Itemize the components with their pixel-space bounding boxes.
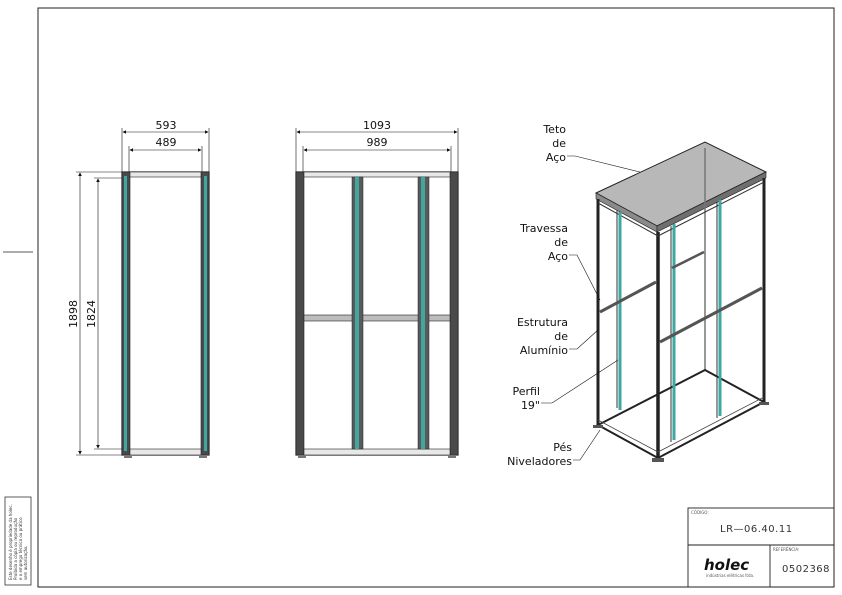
leader-top xyxy=(567,155,641,173)
leader-feet xyxy=(573,429,601,461)
dim-front-outer-width: 1093 xyxy=(363,119,391,132)
label-top-1: Teto xyxy=(542,123,566,136)
label-feet-2: Niveladores xyxy=(507,455,572,468)
leader-crossbar xyxy=(569,254,601,301)
company-tagline: indústrias elétricas ltda. xyxy=(706,573,754,578)
sheet-border xyxy=(37,7,835,588)
drawing-code: LR—06.40.11 xyxy=(720,524,793,535)
label-frame-1: Estrutura xyxy=(517,316,568,329)
label-top-2: de xyxy=(552,137,566,150)
label-profile-2: 19" xyxy=(521,399,540,412)
side-view: 593 489 1898 1824 xyxy=(67,119,210,458)
company-logo: holec xyxy=(704,556,749,574)
label-profile-1: Perfil xyxy=(512,385,540,398)
leader-frame xyxy=(569,329,599,350)
side-note: Este desenho é propriedade da holec. Pro… xyxy=(4,496,32,586)
label-frame-3: Alumínio xyxy=(520,344,568,357)
label-frame-2: de xyxy=(554,330,568,343)
leader-profile xyxy=(541,359,619,404)
label-crossbar-2: de xyxy=(554,236,568,249)
front-view: 1093 989 xyxy=(295,119,459,458)
side-note-line-1: Este desenho é propriedade da holec. xyxy=(8,504,13,580)
dim-side-outer-width: 593 xyxy=(156,119,177,132)
dim-inner-height: 1824 xyxy=(85,300,98,328)
label-feet-1: Pés xyxy=(553,441,572,454)
side-note-line-3: e o emprego técnico ou prático xyxy=(18,517,23,580)
title-block: CÓDIGO: LR—06.40.11 REFERÊNCIA: 0502368 … xyxy=(687,507,835,588)
code-caption: CÓDIGO: xyxy=(691,510,709,515)
isometric-view xyxy=(593,141,769,462)
reference-caption: REFERÊNCIA: xyxy=(773,547,799,552)
dim-front-inner-width: 989 xyxy=(367,136,388,149)
side-note-line-4: sem autorização. xyxy=(23,546,28,580)
label-crossbar-3: Aço xyxy=(548,250,568,263)
callouts: Teto de Aço Travessa de Aço Estrutura de… xyxy=(507,123,641,468)
dim-outer-height: 1898 xyxy=(67,300,80,328)
label-top-3: Aço xyxy=(546,151,566,164)
dim-side-inner-width: 489 xyxy=(156,136,177,149)
side-note-line-2: Proibida a cópia ou reprodução xyxy=(13,517,18,580)
reference-number: 0502368 xyxy=(782,564,830,575)
label-crossbar-1: Travessa xyxy=(519,222,568,235)
